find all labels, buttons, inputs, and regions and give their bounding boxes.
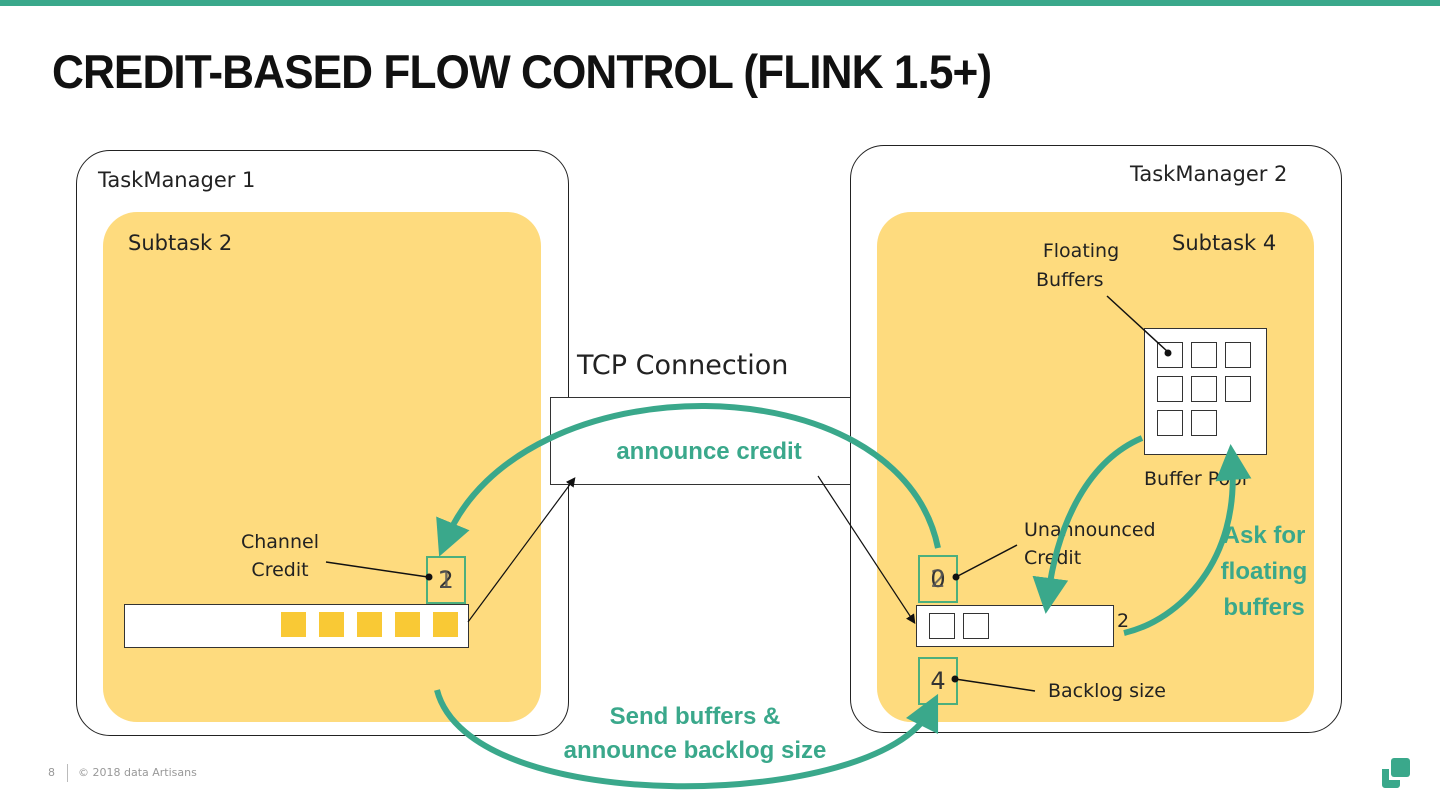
buffer-pool-label: Buffer Pool xyxy=(1144,468,1248,490)
channel-credit-value: 2 xyxy=(438,566,454,594)
floating-buffers-label: Floating Buffers xyxy=(1026,237,1136,295)
floating-buffers-label-line2: Buffers xyxy=(1036,269,1104,291)
footer: 8 © 2018 data Artisans xyxy=(48,764,197,782)
exclusive-buffer-slot xyxy=(963,613,989,639)
floating-buffer-slot xyxy=(1157,410,1183,436)
unannounced-credit-previous: 2 xyxy=(930,565,946,593)
unannounced-credit-label-line1: Unannounced xyxy=(1024,519,1156,541)
footer-divider xyxy=(67,764,68,782)
floating-buffer-slot xyxy=(1191,342,1217,368)
floating-buffer-slot xyxy=(1191,376,1217,402)
channel-credit-previous: 1 xyxy=(438,566,454,594)
backlog-counter: 4 xyxy=(918,657,958,705)
ask-floating-buffers-label: Ask for floating buffers xyxy=(1212,518,1316,626)
floating-buffer-slot xyxy=(1157,342,1183,368)
queued-buffer xyxy=(395,612,420,637)
send-buffers-line2: announce backlog size xyxy=(563,737,827,764)
taskmanager-1-label: TaskManager 1 xyxy=(98,168,256,192)
exclusive-buffer-slot xyxy=(929,613,955,639)
ask-floating-line3: buffers xyxy=(1223,594,1305,621)
send-buffers-label: Send buffers & announce backlog size xyxy=(540,700,850,768)
channel-credit-label: Channel Credit xyxy=(220,528,340,584)
ask-floating-line1: Ask for xyxy=(1222,522,1306,549)
floating-buffer-slot xyxy=(1157,376,1183,402)
floating-buffer-slot xyxy=(1191,410,1217,436)
queued-buffer xyxy=(433,612,458,637)
unannounced-credit-value: 0 xyxy=(930,565,946,593)
announce-credit-label: announce credit xyxy=(616,438,802,465)
channel-credit-counter: 1 2 xyxy=(426,556,466,604)
backlog-size-label: Backlog size xyxy=(1048,680,1166,702)
floating-buffers-label-line1: Floating xyxy=(1042,240,1120,262)
top-accent-bar xyxy=(0,0,1440,6)
data-artisans-logo-icon xyxy=(1382,758,1410,788)
tcp-connection-label: TCP Connection xyxy=(577,350,789,381)
ask-floating-line2: floating xyxy=(1220,558,1308,585)
queued-buffer xyxy=(357,612,382,637)
subtask-2-label: Subtask 2 xyxy=(128,231,233,255)
floating-buffer-slot xyxy=(1225,376,1251,402)
channel-credit-label-line2: Credit xyxy=(251,559,309,581)
send-buffers-line1: Send buffers & xyxy=(609,703,781,730)
taskmanager-2-label: TaskManager 2 xyxy=(1130,162,1288,186)
unannounced-credit-counter: 2 0 xyxy=(918,555,958,603)
queued-buffer xyxy=(281,612,306,637)
copyright: © 2018 data Artisans xyxy=(78,766,197,779)
queued-buffer xyxy=(319,612,344,637)
floating-buffer-slot xyxy=(1225,342,1251,368)
backlog-value: 4 xyxy=(930,667,946,695)
unannounced-credit-label: Unannounced Credit xyxy=(1024,516,1156,572)
page-number: 8 xyxy=(48,766,55,779)
channel-credit-label-line1: Channel xyxy=(240,531,319,553)
subtask-4-label: Subtask 4 xyxy=(1172,231,1277,255)
slide-title: CREDIT-BASED FLOW CONTROL (FLINK 1.5+) xyxy=(52,45,992,98)
unannounced-credit-label-line2: Credit xyxy=(1024,547,1082,569)
channel-count-label: 2 xyxy=(1117,610,1130,632)
